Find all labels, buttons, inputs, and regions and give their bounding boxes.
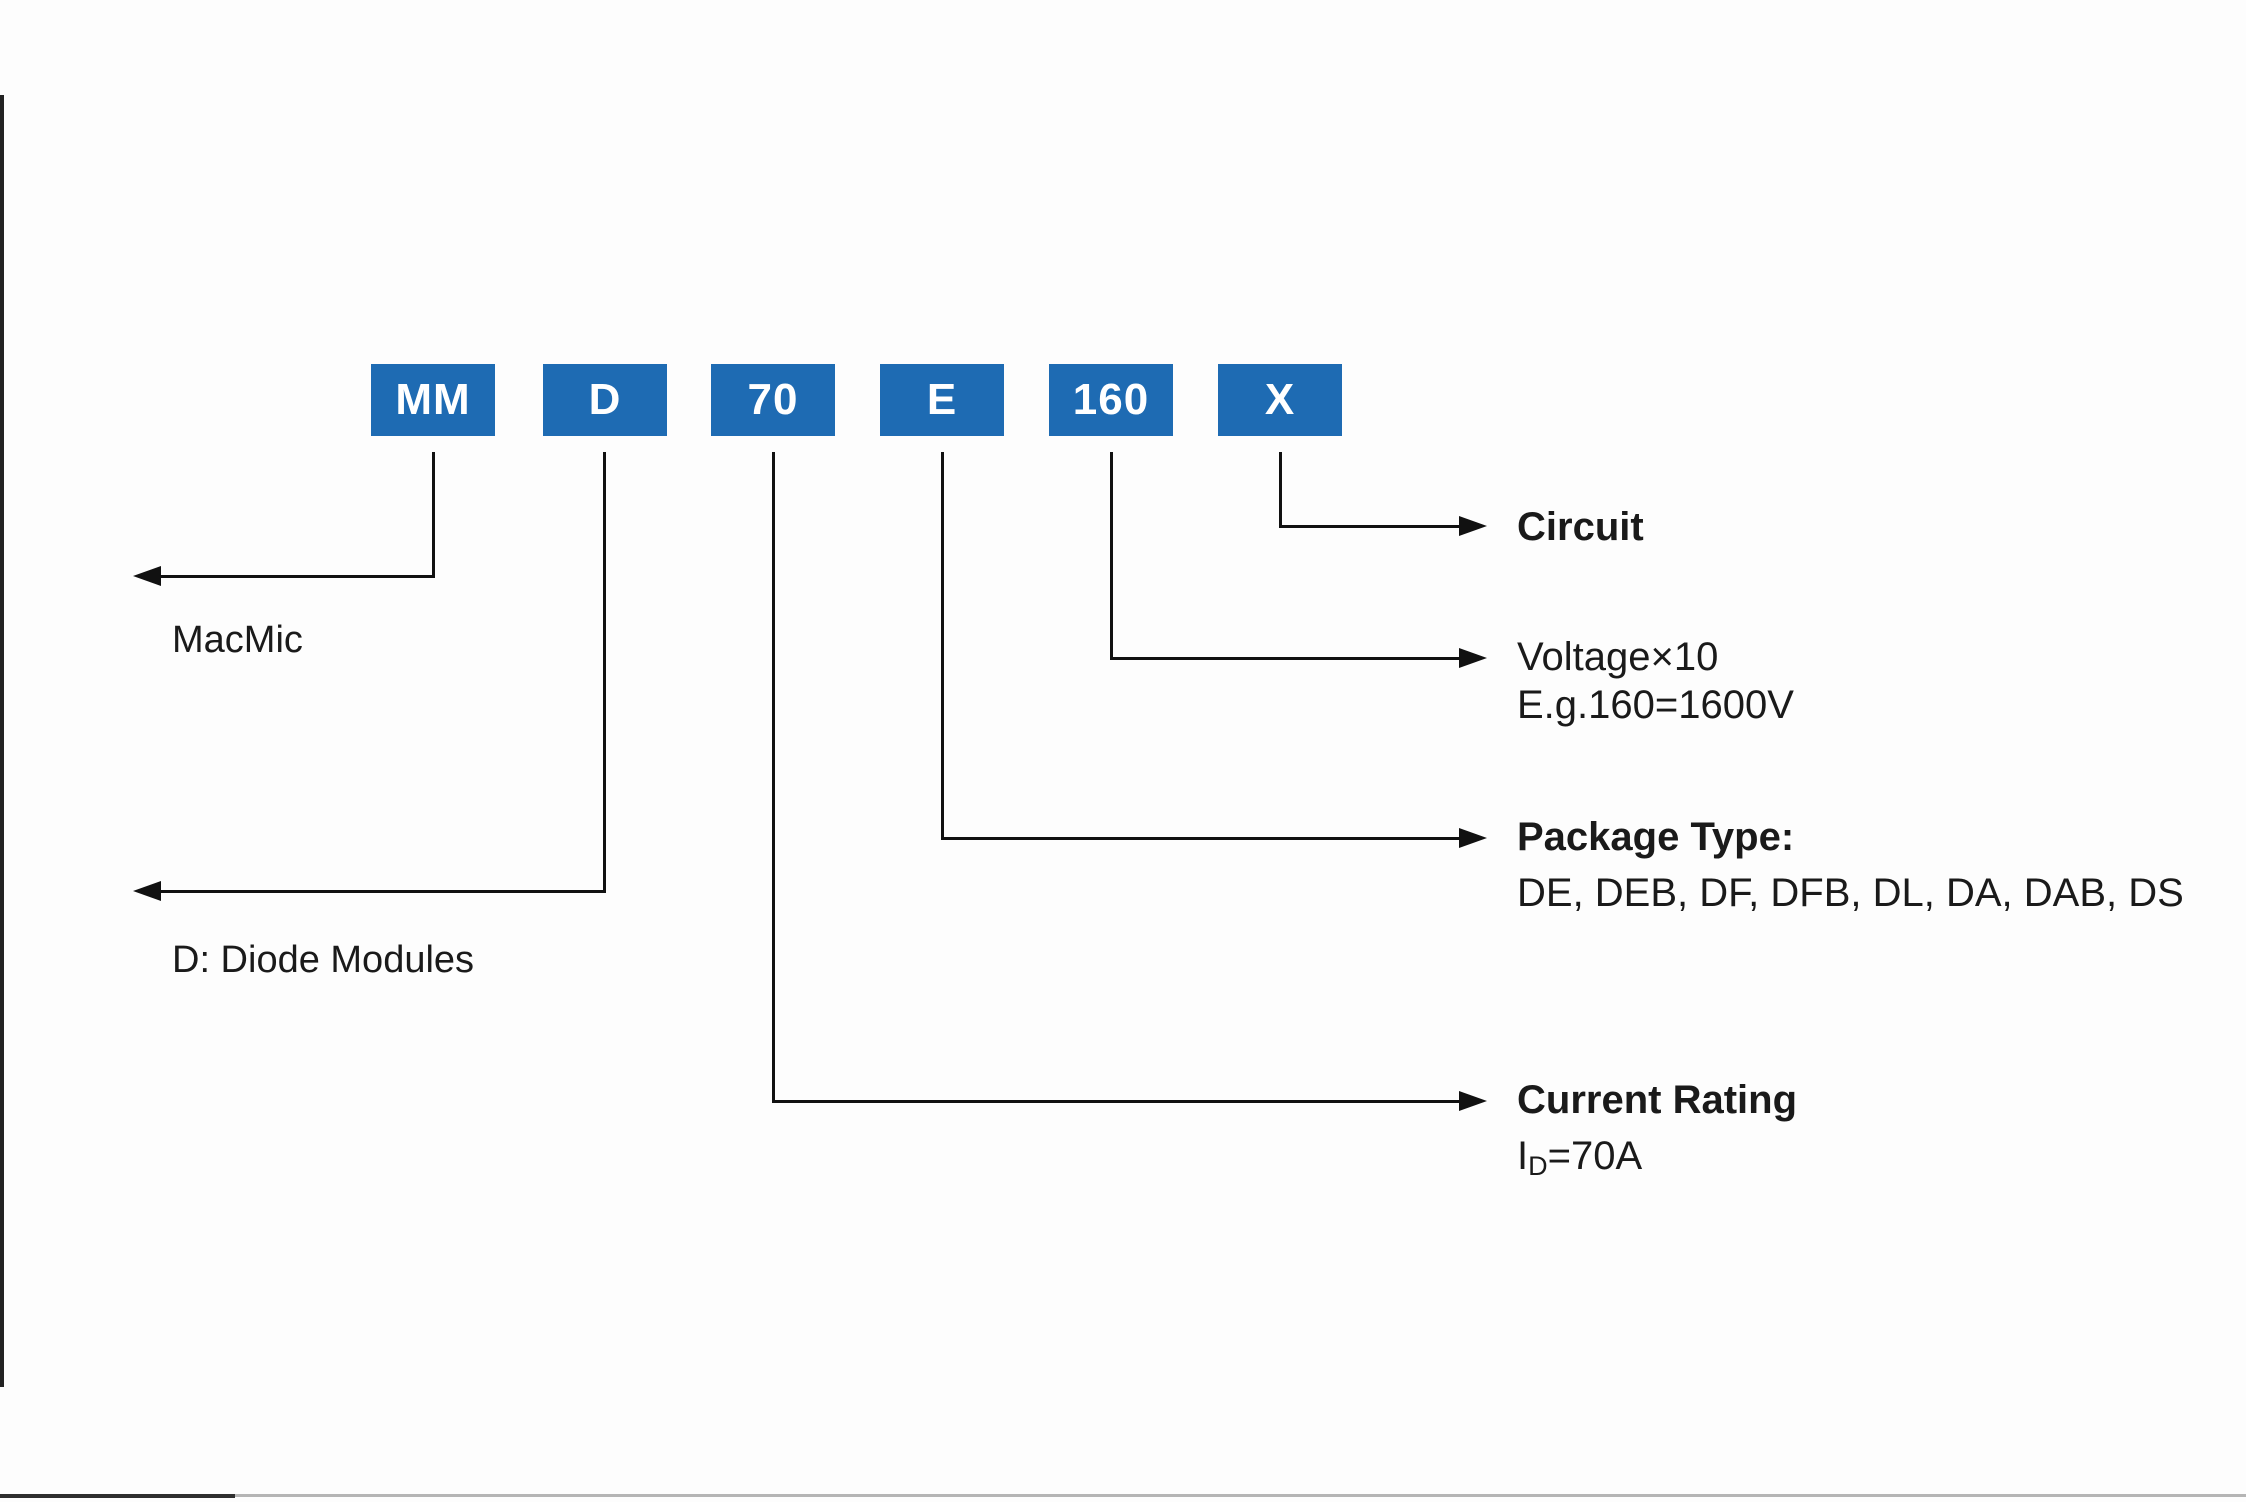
arrowhead-left-icon (133, 566, 161, 586)
part-segment-box-160: 160 (1049, 364, 1173, 436)
connector-line-macmic (152, 575, 435, 578)
voltage-example: E.g.160=1600V (1517, 683, 1794, 727)
circuit-label: Circuit (1517, 505, 1644, 549)
part-segment-box-70: 70 (711, 364, 835, 436)
voltage-label: Voltage×10 (1517, 635, 1719, 679)
connector-line-e (941, 452, 944, 840)
current-value-text: =70A (1547, 1134, 1643, 1178)
current-symbol: I (1517, 1134, 1529, 1178)
part-segment-box-mm: MM (371, 364, 495, 436)
current-rating-callout: Current Rating ID=70A (1517, 1076, 1797, 1190)
connector-line-mm (432, 452, 435, 578)
connector-line-voltage (1110, 657, 1461, 660)
arrowhead-right-icon (1459, 828, 1487, 848)
package-type-callout: Package Type: DE, DEB, DF, DFB, DL, DA, … (1517, 813, 2184, 917)
device-type-label: D: Diode Modules (172, 939, 475, 981)
connector-line-package (941, 837, 1461, 840)
connector-line-d (603, 452, 606, 893)
connector-line-70 (772, 452, 775, 1103)
current-symbol-subscript: D (1528, 1151, 1548, 1181)
arrowhead-right-icon (1459, 1091, 1487, 1111)
connector-line-diode (152, 890, 606, 893)
current-value: ID=70A (1517, 1132, 1797, 1190)
manufacturer-label: MacMic (172, 619, 303, 661)
part-segment-box-x: X (1218, 364, 1342, 436)
part-segment-box-e: E (880, 364, 1004, 436)
page-border-bottom-dark (0, 1494, 235, 1498)
voltage-callout: Voltage×10 E.g.160=1600V (1517, 633, 1794, 729)
connector-line-x (1279, 452, 1282, 528)
part-segment-box-d: D (543, 364, 667, 436)
package-type-label: Package Type: (1517, 815, 1795, 859)
connector-line-current (772, 1100, 1461, 1103)
page-border-bottom (0, 1494, 2246, 1497)
circuit-callout: Circuit (1517, 503, 1644, 551)
page-border-left (0, 95, 4, 1387)
connector-line-circuit (1279, 525, 1461, 528)
current-rating-label: Current Rating (1517, 1078, 1797, 1122)
arrowhead-right-icon (1459, 516, 1487, 536)
package-options: DE, DEB, DF, DFB, DL, DA, DAB, DS (1517, 871, 2184, 915)
arrowhead-right-icon (1459, 648, 1487, 668)
arrowhead-left-icon (133, 881, 161, 901)
connector-line-160 (1110, 452, 1113, 660)
